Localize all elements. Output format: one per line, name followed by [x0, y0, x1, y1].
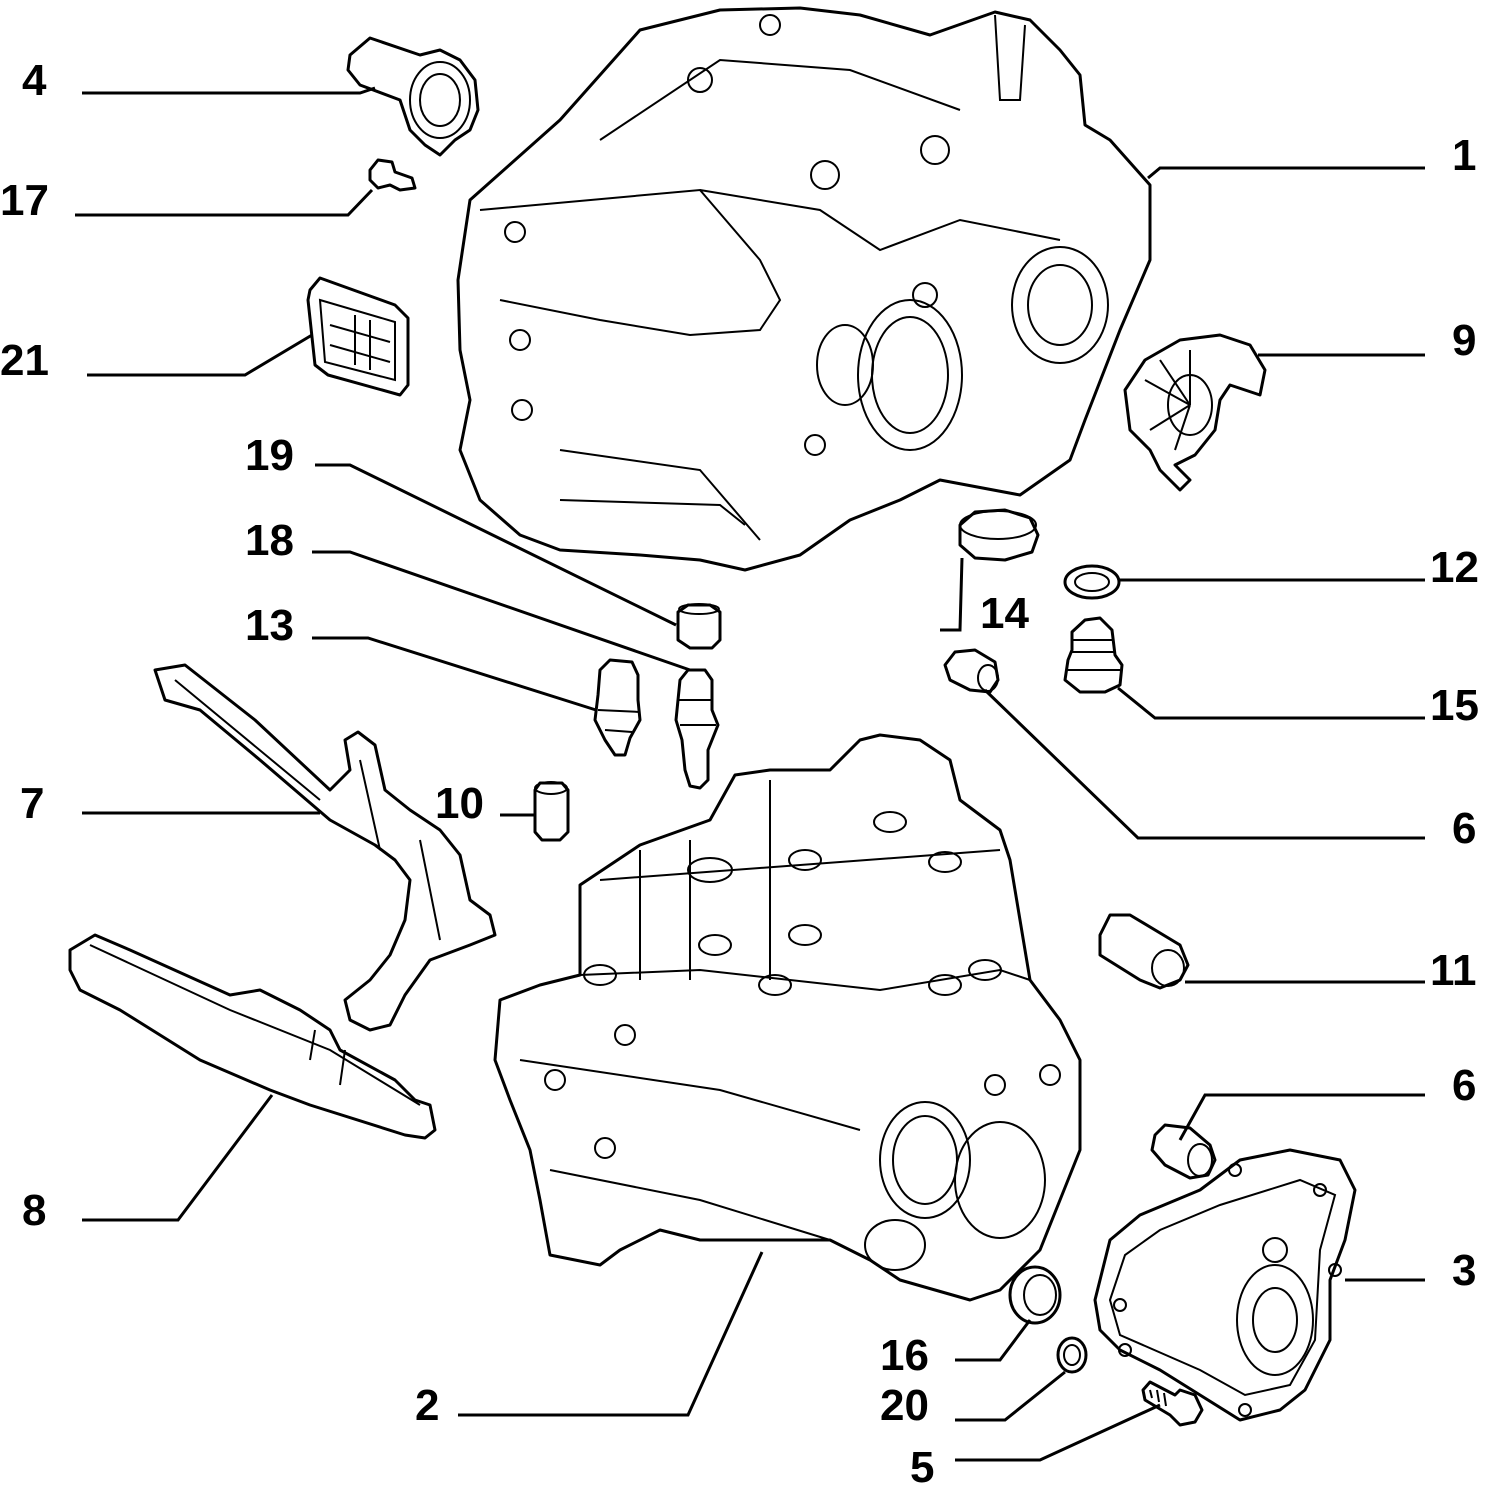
part-9-shield	[1123, 333, 1267, 492]
callout-10: 10	[435, 779, 484, 828]
part-1-upper-housing	[456, 6, 1152, 572]
leader-20	[955, 1370, 1066, 1422]
leader-lines	[75, 86, 1425, 1462]
leader-1	[1147, 166, 1425, 180]
callout-5: 5	[910, 1443, 934, 1488]
part-6-bushing-upper	[943, 648, 1000, 694]
part-5-bolt	[1141, 1380, 1204, 1427]
part-15-drain-plug	[1063, 616, 1124, 694]
leader-2	[458, 1251, 764, 1417]
part-18-sensor	[674, 668, 720, 790]
callout-6a: 6	[1452, 804, 1476, 853]
callout-17: 17	[0, 176, 49, 225]
leader-15	[1117, 686, 1425, 720]
leader-6b	[1178, 1093, 1425, 1141]
part-10-sleeve	[533, 781, 570, 842]
part-16-seal-ring	[1008, 1265, 1062, 1325]
leader-21	[87, 333, 313, 377]
part-14-cap	[958, 508, 1040, 562]
leader-8	[82, 1094, 274, 1222]
leader-17	[75, 188, 374, 217]
callout-15: 15	[1430, 681, 1479, 730]
part-6-bushing-lower	[1150, 1123, 1217, 1180]
part-19-cap	[676, 603, 722, 650]
callout-18: 18	[245, 516, 294, 565]
part-12-washer	[1063, 564, 1121, 600]
leader-19	[315, 463, 677, 627]
callout-8: 8	[22, 1186, 46, 1235]
part-8-selector-rail	[68, 933, 437, 1140]
part-11-plug	[1098, 913, 1190, 990]
callout-3: 3	[1452, 1246, 1476, 1295]
leader-13	[312, 636, 597, 712]
leader-14	[940, 557, 964, 632]
callout-13: 13	[245, 601, 294, 650]
leader-18	[312, 550, 691, 672]
leader-6a	[983, 688, 1425, 840]
leader-4	[82, 86, 376, 95]
callout-11: 11	[1430, 946, 1477, 995]
callout-7: 7	[20, 779, 44, 828]
part-2-lower-housing	[493, 733, 1082, 1302]
callout-16: 16	[880, 1331, 929, 1380]
callout-21: 21	[0, 336, 49, 385]
callout-2: 2	[415, 1381, 439, 1430]
leader-5	[955, 1403, 1161, 1462]
callout-14: 14	[980, 589, 1029, 638]
callout-20: 20	[880, 1381, 929, 1430]
callout-4: 4	[22, 56, 47, 105]
part-7-shift-fork	[153, 663, 497, 1032]
leader-16	[955, 1319, 1032, 1362]
part-21-filter	[306, 276, 410, 397]
part-4-bearing-sleeve	[346, 36, 480, 157]
part-20-o-ring	[1056, 1336, 1088, 1374]
callout-1: 1	[1452, 131, 1476, 180]
callout-9: 9	[1452, 316, 1476, 365]
part-3-end-cover	[1093, 1148, 1357, 1422]
part-13-sensor	[593, 658, 642, 757]
callout-numbers: 1 2 3 4 5 6 6 7 8 9 10 11 12 13 14 15 16…	[0, 56, 1479, 1488]
callout-6b: 6	[1452, 1061, 1476, 1110]
part-17-small-bolt	[368, 158, 417, 192]
callout-12: 12	[1430, 543, 1479, 592]
callout-19: 19	[245, 431, 294, 480]
